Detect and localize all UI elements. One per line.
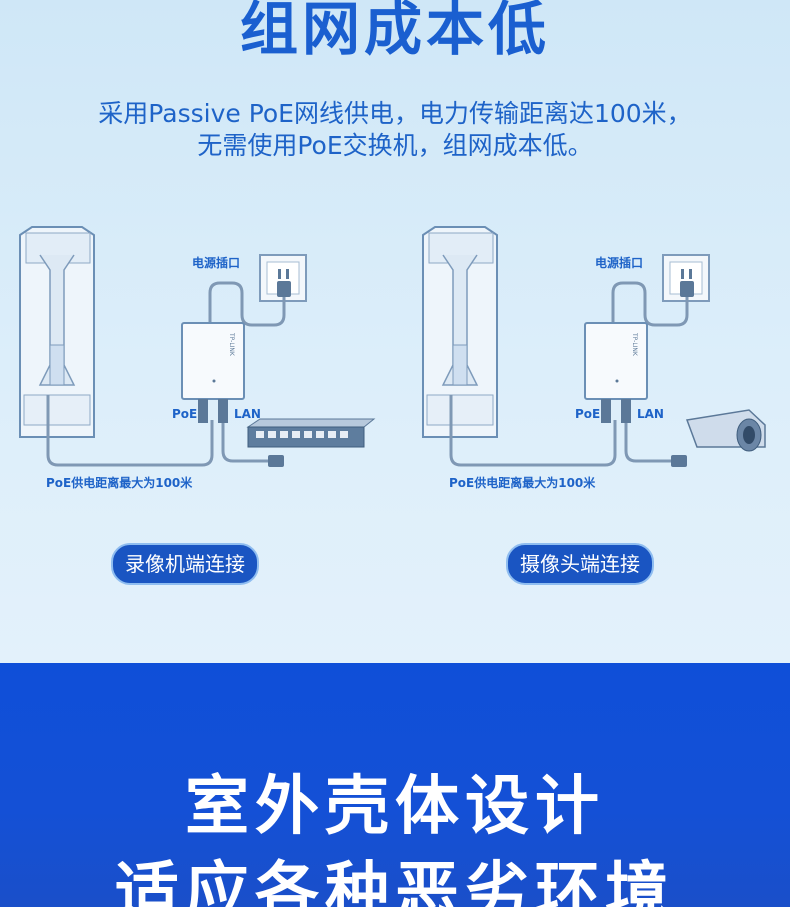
description-line-1: 采用Passive PoE网线供电，电力传输距离达100米， bbox=[98, 99, 692, 128]
poe-injector-icon: TP-LINK bbox=[181, 322, 245, 423]
rj45-plug-icon bbox=[671, 455, 687, 467]
cpe-device-icon bbox=[422, 226, 498, 438]
svg-text:TP-LINK: TP-LINK bbox=[228, 332, 235, 357]
power-socket-icon bbox=[662, 254, 710, 302]
camera-connection-diagram: 电源插口 TP-LINK PoE LAN PoE供电距离最大为100米 bbox=[415, 215, 790, 505]
distance-label: PoE供电距离最大为100米 bbox=[449, 475, 596, 490]
camera-connection-caption: 摄像头端连接 bbox=[506, 543, 654, 585]
cpe-device-icon bbox=[19, 226, 95, 438]
outdoor-housing-banner: 室外壳体设计 适应各种恶劣环境 bbox=[0, 663, 790, 907]
power-socket-label: 电源插口 bbox=[595, 255, 643, 270]
network-cost-section: 组网成本低 采用Passive PoE网线供电，电力传输距离达100米， 无需使… bbox=[0, 0, 790, 663]
rj45-plug-icon bbox=[268, 455, 284, 467]
svg-text:TP-LINK: TP-LINK bbox=[631, 332, 638, 357]
network-switch-icon bbox=[246, 418, 376, 448]
headline: 组网成本低 bbox=[239, 0, 550, 63]
poe-injector-icon: TP-LINK bbox=[584, 322, 648, 423]
section2-title-line-2: 适应各种恶劣环境 bbox=[115, 856, 675, 907]
lan-port-label: LAN bbox=[234, 407, 261, 421]
power-socket-label: 电源插口 bbox=[192, 255, 240, 270]
power-socket-icon bbox=[259, 254, 307, 302]
poe-port-label: PoE bbox=[172, 407, 197, 421]
poe-port-label: PoE bbox=[575, 407, 600, 421]
lan-port-label: LAN bbox=[637, 407, 664, 421]
nvr-connection-caption: 录像机端连接 bbox=[111, 543, 259, 585]
description-line-2: 无需使用PoE交换机，组网成本低。 bbox=[197, 131, 593, 160]
security-camera-icon bbox=[685, 409, 766, 452]
distance-label: PoE供电距离最大为100米 bbox=[46, 475, 193, 490]
nvr-connection-diagram: 电源插口 TP-LINK PoE LAN bbox=[12, 215, 392, 505]
section2-title-line-1: 室外壳体设计 bbox=[185, 770, 605, 844]
